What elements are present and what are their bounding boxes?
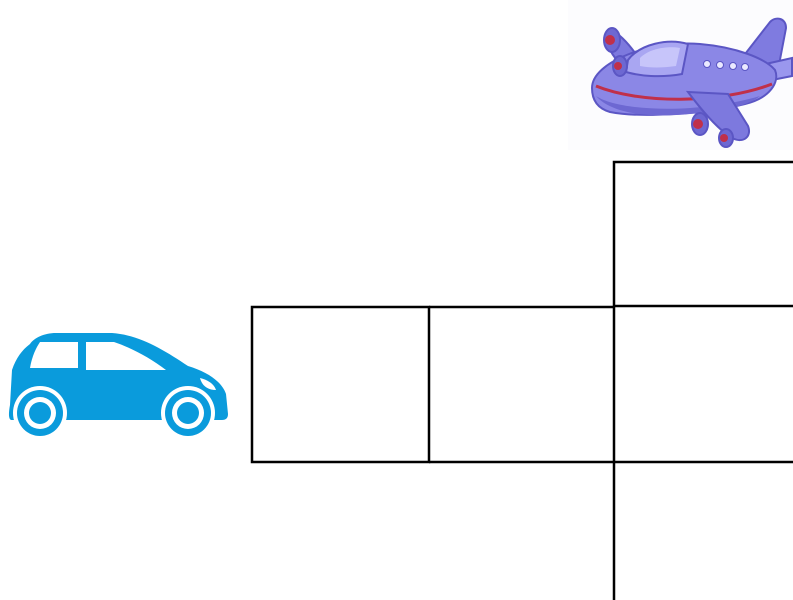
grid-cell-top-right [612,160,793,306]
grid-cell-middle-3 [614,304,793,464]
grid-cell-middle-1 [250,305,431,464]
cell-grid [250,160,793,600]
grid-cell-middle-2 [429,305,616,464]
car-icon [8,333,228,440]
airplane-icon [568,0,793,150]
